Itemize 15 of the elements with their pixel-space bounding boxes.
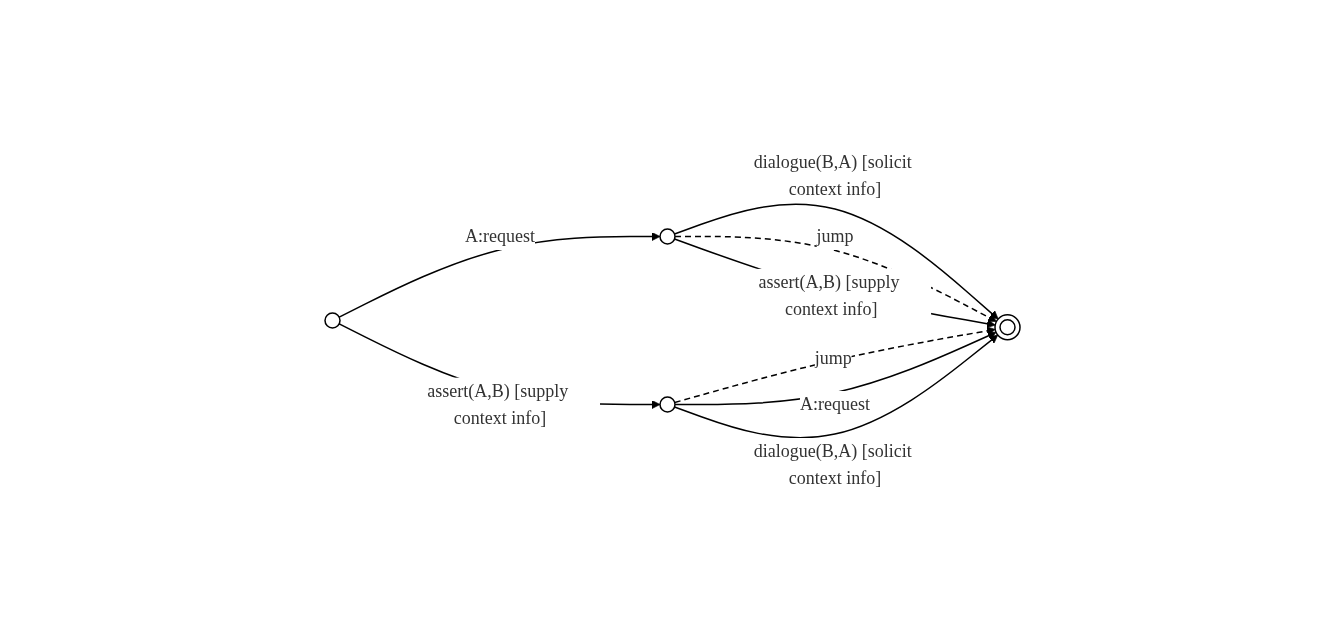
edge-label: jump [815, 226, 854, 246]
arrow [337, 232, 660, 318]
edge-label: dialogue(B,A) [solicit context info] [753, 441, 912, 488]
arrow [673, 334, 998, 439]
edge-label: assert(A,B) [supply context info] [426, 380, 568, 428]
edge-label: dialogue(B,A) [solicit context info] [753, 152, 912, 199]
edge-label: A:request [464, 226, 535, 246]
edge-label: jump [814, 347, 852, 368]
node-circle [323, 312, 341, 329]
node-circle [658, 228, 676, 245]
edge-label: A:request [799, 394, 870, 414]
edge-label: assert(A,B) [supply context info] [758, 271, 899, 319]
node-doublecircle [993, 314, 1021, 341]
node-circle [658, 396, 676, 413]
arrow [673, 203, 998, 320]
